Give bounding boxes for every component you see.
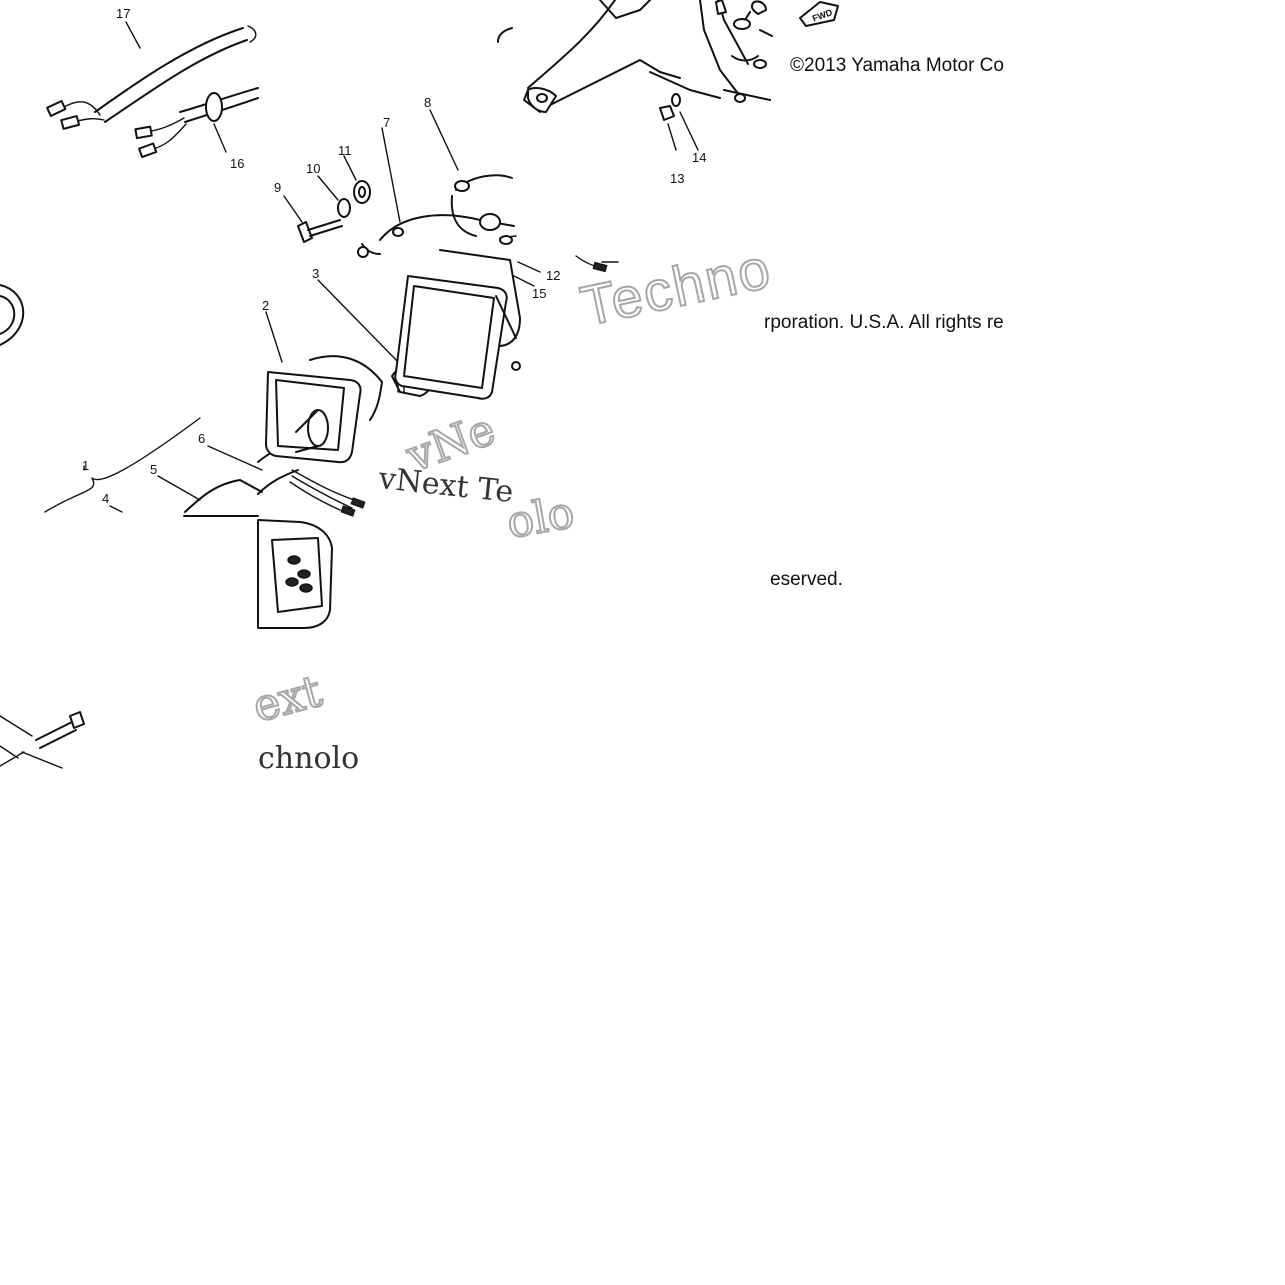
callout-9: 9 <box>274 180 281 195</box>
fwd-direction-badge: FWD <box>799 1 839 27</box>
watermark-chnolo: chnolo <box>258 741 359 776</box>
panel-long-bolt <box>0 711 85 769</box>
callout-10: 10 <box>306 161 320 176</box>
callout-5: 5 <box>150 462 157 477</box>
copyright-line-3: eserved. <box>770 569 843 590</box>
callout-2: 2 <box>262 298 269 313</box>
panel-taillight-assembly <box>44 109 619 517</box>
callout-4: 4 <box>102 491 109 506</box>
callout-6: 6 <box>198 431 205 446</box>
panel-license-lamp <box>183 515 333 629</box>
callout-1: 1 <box>82 458 89 473</box>
callout-11: 11 <box>338 143 352 158</box>
watermark-olo: olo <box>503 487 578 549</box>
callout-17: 17 <box>116 6 130 21</box>
callout-8: 8 <box>424 95 431 110</box>
watermark-fragments: Techno vNe vNext Te olo ext chnolo <box>247 235 778 776</box>
copyright-line-2: rporation. U.S.A. All rights re <box>764 312 1004 333</box>
callout-3: 3 <box>312 266 319 281</box>
watermark-techno: Techno <box>575 236 776 338</box>
panel-wire-harness <box>46 21 259 159</box>
callout-14: 14 <box>692 150 706 165</box>
partial-gasket-left <box>0 284 25 346</box>
watermark-vnext-serif: vNext Te <box>376 461 515 510</box>
panel-rear-bracket: FWD <box>497 0 839 151</box>
copyright-line-1: ©2013 Yamaha Motor Co <box>790 55 1004 76</box>
callout-7: 7 <box>383 115 390 130</box>
callout-15: 15 <box>532 286 546 301</box>
callout-12: 12 <box>546 268 560 283</box>
watermark-ext: ext <box>248 666 328 733</box>
copyright-notice: ©2013 Yamaha Motor Co rporation. U.S.A. … <box>764 55 1004 590</box>
callout-13: 13 <box>670 171 684 186</box>
callout-16: 16 <box>230 156 244 171</box>
callout-numbers: 1 2 3 4 5 6 7 8 9 10 11 12 13 14 15 16 1… <box>82 6 706 506</box>
